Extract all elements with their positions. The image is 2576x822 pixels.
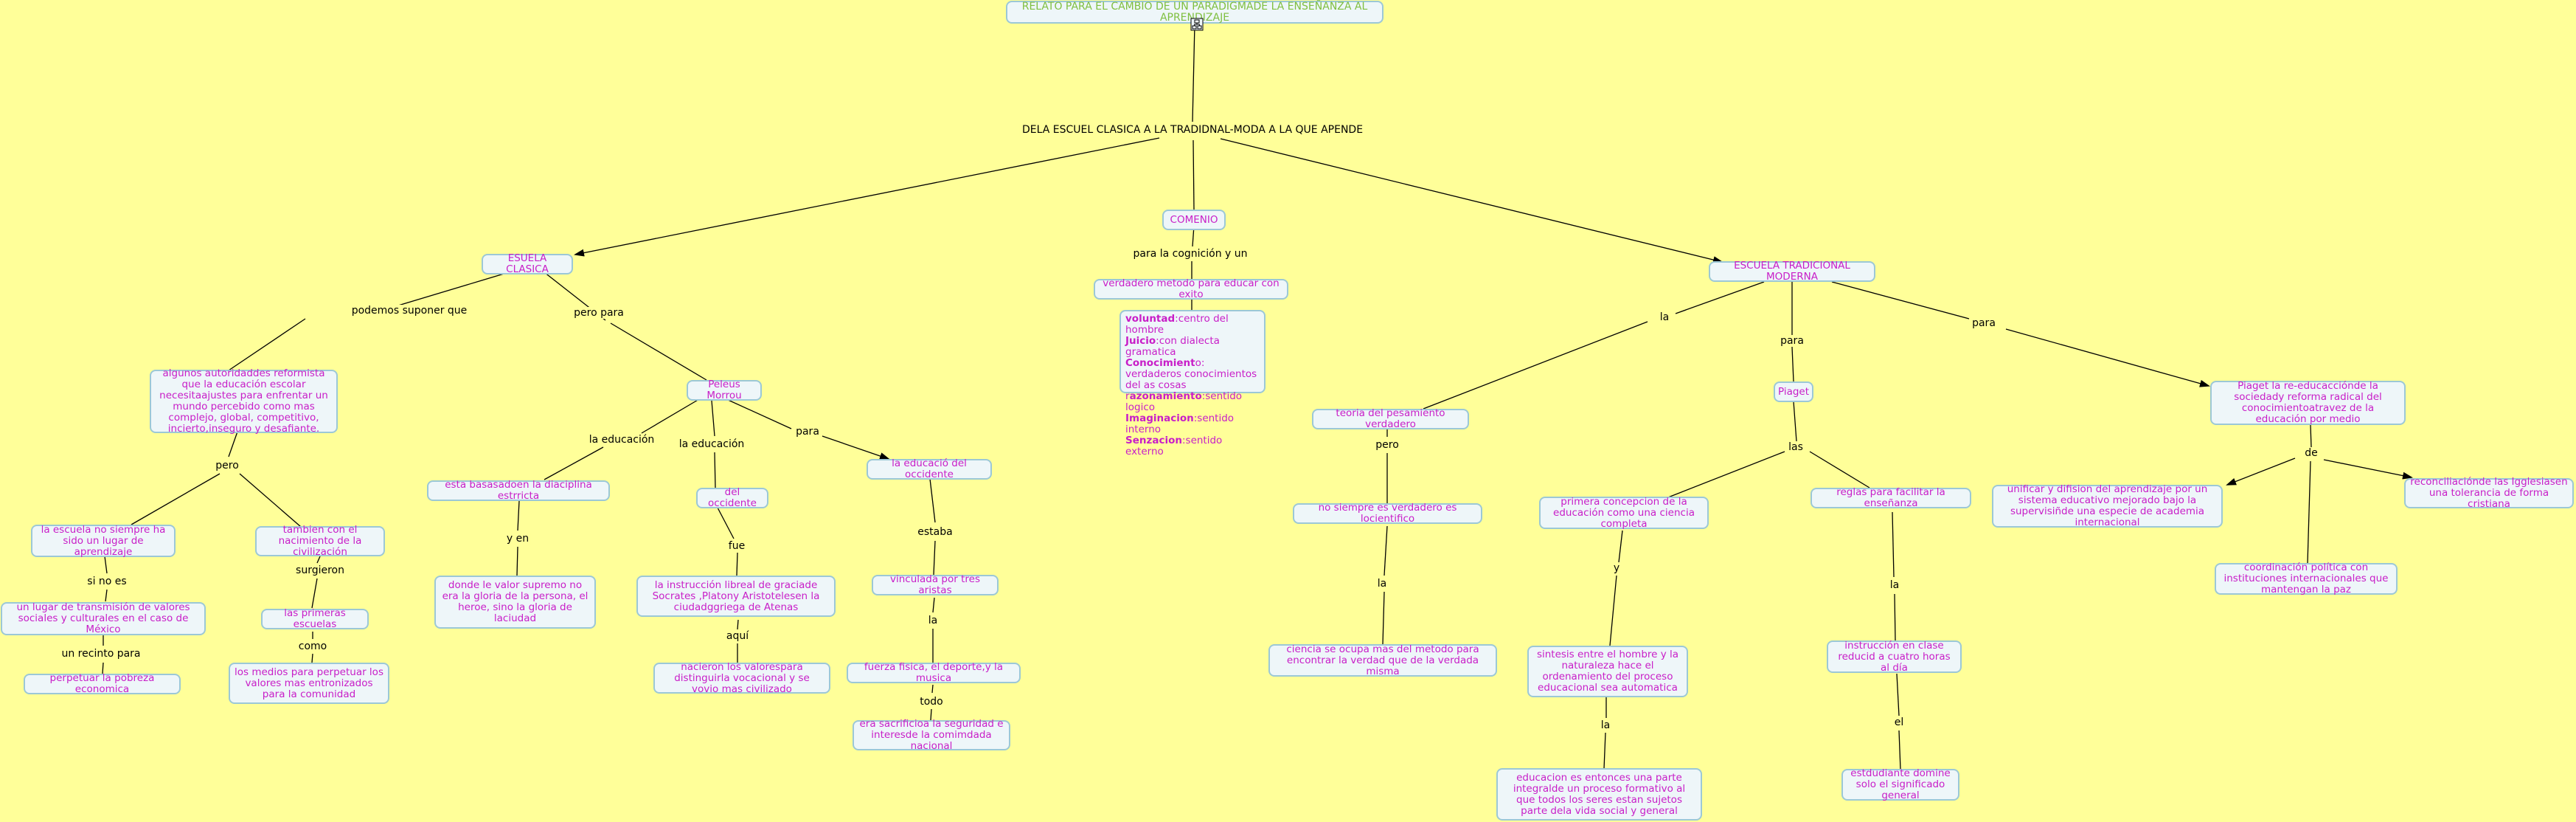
integralde-node[interactable]: educacion es entonces una parte integral… [1496, 768, 1702, 821]
hierarchy-icon[interactable] [1190, 18, 1204, 31]
escuela-tradicional-node[interactable]: ESCUELA TRADICIONAL MODERNA [1709, 260, 1875, 283]
fue-label: fue [726, 540, 748, 552]
todo-label: todo [917, 696, 945, 708]
peleus-morrou-node[interactable]: Peleus Morrou [687, 379, 762, 401]
reconciliacion-node[interactable]: reconciliaciónde las Igglesiasen una tol… [2404, 477, 2574, 510]
pero-label-2: pero [1373, 439, 1401, 451]
pero-para-label: pero para [572, 307, 626, 319]
para-label-1: para [794, 426, 822, 438]
medios-node[interactable]: los medios para perpetuar los valores ma… [229, 663, 389, 704]
estaba-label: estaba [915, 526, 955, 538]
piaget-node[interactable]: Piaget [1774, 381, 1813, 402]
surgieron-label: surgieron [294, 564, 347, 576]
facultad-sensacion: Senzacion:sentido externo [1125, 435, 1223, 457]
instruccion-clase-node[interactable]: instrucción en clase reducid a cuatro ho… [1827, 640, 1962, 673]
comenio-node[interactable]: COMENIO [1162, 210, 1226, 230]
y-en-label: y en [504, 533, 532, 545]
estudiante-node[interactable]: estdudiante domine solo el significado g… [1841, 768, 1959, 801]
unificar-aprendizaje-node[interactable]: unificar y difision del aprendizaje por … [1992, 484, 2223, 528]
coordinacion-politica-node[interactable]: coordinación política con instituciones … [2215, 562, 2398, 595]
facultad-razonamiento: razonamiento:sentido logico [1125, 390, 1243, 413]
piaget-reeducacion-node[interactable]: Piaget la re-educacciónde la sociedady r… [2210, 381, 2406, 425]
reglas-node[interactable]: reglas para facilitar la enseñanza [1811, 487, 1971, 509]
pero-label-1: pero [213, 460, 241, 472]
instruccion-libreal-node[interactable]: la instrucción libreal de graciade Socra… [636, 576, 836, 617]
si-no-es-label: si no es [85, 576, 129, 587]
educacio-occidente-node[interactable]: la educació del occidente [867, 458, 992, 480]
facultad-juicio: Juicio:con dialecta gramatica [1125, 335, 1220, 358]
podemos-label: podemos suponer que [349, 305, 470, 317]
la-label-a: la [926, 615, 940, 626]
las-label: las [1786, 441, 1805, 453]
facultad-conocimiento: Conocimiento: verdaderos conocimientos d… [1125, 357, 1257, 391]
fuerza-fisica-node[interactable]: fuerza fisica, el deporte,y la musica [847, 662, 1021, 684]
primera-concepcion-node[interactable]: primera concepcion de la educación como … [1539, 496, 1709, 529]
del-occidente-node[interactable]: del occidente [696, 487, 768, 509]
metodo-node[interactable]: verdadero metodo para educar con exito [1094, 278, 1288, 300]
para-label-t2: para [1970, 317, 1998, 329]
la-educacion-label-1: la educación [586, 434, 657, 446]
facultad-voluntad: voluntad:centro del hombre [1125, 313, 1229, 336]
como-label: como [296, 640, 330, 652]
ciencia-metodo-node[interactable]: ciencia se ocupa mas del metodo para enc… [1268, 643, 1497, 677]
la-label-b: la [1375, 578, 1389, 590]
recinto-label: un recinto para [59, 648, 143, 660]
pobreza-node[interactable]: perpetuar la pobreza economica [24, 673, 181, 695]
para-label-t: para [1778, 335, 1806, 347]
la-label-t: la [1657, 311, 1672, 323]
primeras-escuelas-node[interactable]: las primeras escuelas [261, 608, 369, 630]
de-label: de [2302, 447, 2320, 459]
la-educacion-label-2: la educación [676, 438, 747, 450]
escuela-no-aprendizaje-node[interactable]: la escuela no siempre ha sido un lugar d… [31, 524, 176, 557]
root-link-label: DELA ESCUEL CLASICA A LA TRADIDNAL-MODA … [1019, 124, 1366, 136]
vinculada-node[interactable]: vinculada por tres aristas [872, 574, 999, 596]
facultades-node[interactable]: voluntad:centro del hombre Juicio:con di… [1119, 310, 1266, 457]
comenio-link-label: para la cognición y un [1131, 248, 1250, 260]
la-label-c: la [1598, 719, 1613, 731]
sacrificio-node[interactable]: era sacrificioa la seguridad e interesde… [853, 719, 1010, 752]
aqui-label: aquí [723, 630, 751, 642]
escuela-clasica-node[interactable]: ESUELA CLASICA [482, 253, 573, 275]
la-label-d: la [1887, 579, 1902, 591]
facultad-imaginacion: Imaginacion:sentido interno [1125, 412, 1235, 435]
nacieron-valores-node[interactable]: nacieron los valorespara distinguirla vo… [653, 661, 830, 694]
sintesis-node[interactable]: sintesis entre el hombre y la naturaleza… [1527, 646, 1688, 697]
no-siempre-verdadero-node[interactable]: no siempre es verdadero es locientifico [1293, 502, 1482, 525]
autoridades-node[interactable]: algunos autoridaddes reformista que la e… [150, 368, 338, 435]
valor-supremo-node[interactable]: donde le valor supremo no era la gloria … [434, 576, 596, 629]
y-label: y [1611, 562, 1622, 574]
nacimiento-civilizacion-node[interactable]: tambien con el nacimiento de la civiliza… [255, 525, 385, 558]
teoria-pensamiento-node[interactable]: teoria del pesamiento verdadero [1312, 408, 1469, 430]
el-label: el [1892, 716, 1906, 728]
lugar-transmision-node[interactable]: un lugar de transmisión de valores socia… [1, 602, 206, 635]
disciplina-node[interactable]: esta basasadoen la diaciplina estrricta [427, 480, 610, 502]
